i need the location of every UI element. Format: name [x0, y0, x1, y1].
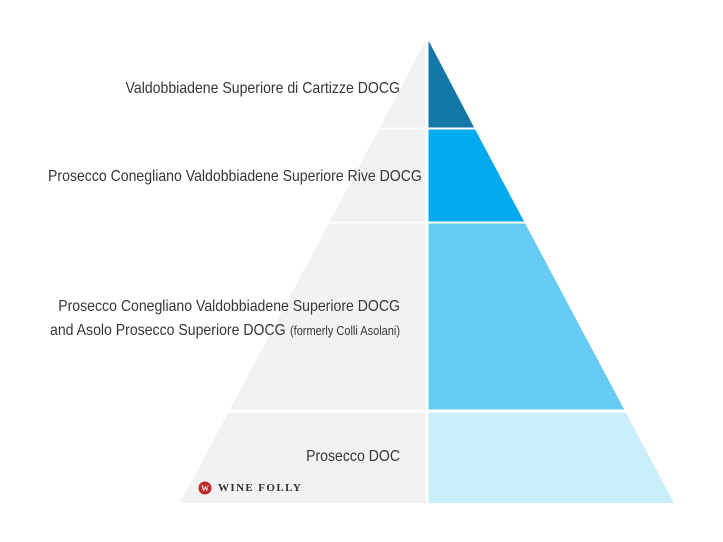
- tier-2-label: Prosecco Conegliano Valdobbiadene Superi…: [48, 168, 422, 185]
- tier-1-right-shape: [428, 40, 475, 128]
- wine-folly-icon: W: [198, 481, 212, 495]
- wine-folly-icon-letter: W: [201, 484, 209, 493]
- tier-2-right-shape: [428, 129, 525, 222]
- tier-4-label: Prosecco DOC: [306, 448, 400, 465]
- tier-3-right-shape: [428, 223, 625, 410]
- wine-folly-icon-circle: [198, 481, 212, 495]
- tier-3-label-line-1: Prosecco Conegliano Valdobbiadene Superi…: [58, 298, 401, 315]
- tier-3-label-line-2: and Asolo Prosecco Superiore DOCG(former…: [48, 319, 400, 343]
- tier-2-left-shape: [329, 129, 426, 222]
- tier-1-label: Valdobbiadene Superiore di Cartizze DOCG: [125, 80, 401, 97]
- tier-3-label-note: (formerly Colli Asolani): [289, 324, 400, 338]
- tier-1-left-shape: [379, 40, 426, 128]
- tier-3-label-line-2-main: and Asolo Prosecco Superiore DOCG: [50, 322, 286, 339]
- tier-4-right-shape: [428, 412, 674, 503]
- tier-3-left-shape: [229, 223, 426, 410]
- tier-3-label: Prosecco Conegliano Valdobbiadene Superi…: [48, 295, 400, 343]
- tier-4-left-shape: [180, 412, 426, 503]
- wine-folly-logo: W WINE FOLLY: [198, 480, 302, 496]
- wine-folly-wordmark: WINE FOLLY: [218, 482, 303, 494]
